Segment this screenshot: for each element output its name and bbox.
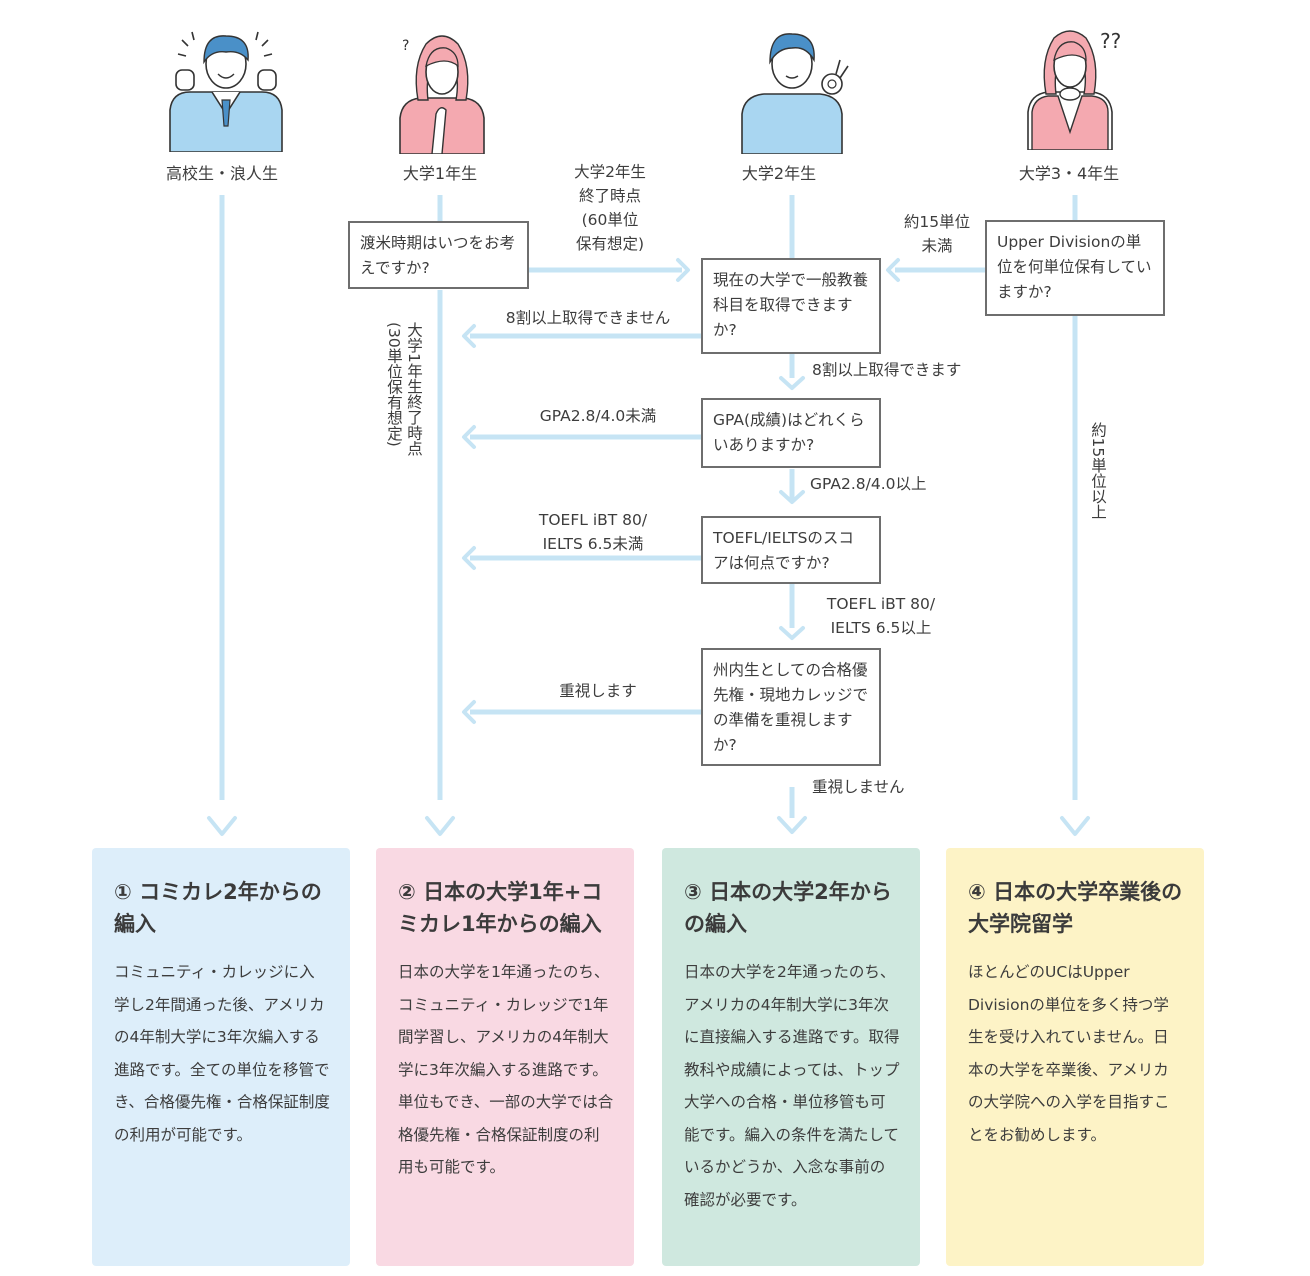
edge-priority-yes: 重視します	[559, 682, 637, 700]
edge-year1-end: 大学1年生終了時点	[405, 322, 423, 456]
result-card-1: ① コミカレ2年からの編入 コミュニティ・カレッジに入学し2年間通った後、アメリ…	[92, 848, 350, 1266]
edge-year2-end: 大学2年生 終了時点 (60単位 保有想定)	[560, 160, 660, 256]
card-body: 日本の大学を1年通ったのち、コミュニティ・カレッジで1年間学習し、アメリカの4年…	[398, 963, 614, 1176]
edge-year2-end-line4: 保有想定)	[575, 235, 645, 253]
result-card-4: ④ 日本の大学卒業後の大学院留学 ほとんどのUCはUpper Divisionの…	[946, 848, 1204, 1266]
svg-text:?: ?	[402, 38, 409, 54]
edge-gpa-high: GPA2.8/4.0以上	[810, 475, 927, 493]
edge-toefl-low: TOEFL iBT 80/ IELTS 6.5未満	[510, 508, 676, 556]
card-title: ② 日本の大学1年+コミカレ1年からの編入	[398, 880, 603, 936]
card-body: 日本の大学を2年通ったのち、アメリカの4年制大学に3年次に直接編入する進路です。…	[684, 963, 900, 1209]
question-toefl: TOEFL/IELTSのスコアは何点ですか?	[701, 516, 881, 584]
edge-upper-many: 約15単位以上	[1089, 422, 1107, 520]
cheering-student-icon	[169, 31, 283, 152]
card-title: ① コミカレ2年からの編入	[114, 880, 322, 936]
label-highschool: 高校生・浪人生	[165, 164, 278, 183]
edge-upper-few-line2: 未満	[921, 237, 953, 255]
edge-year1-end-note: (30単位保有想定)	[385, 322, 403, 447]
edge-upper-few-line1: 約15単位	[903, 213, 971, 231]
question-gpa: GPA(成績)はどれくらいありますか?	[701, 398, 881, 468]
edge-toefl-high-line2: IELTS 6.5以上	[830, 619, 932, 637]
edge-toefl-low-line1: TOEFL iBT 80/	[538, 511, 648, 529]
edge-gpa-low: GPA2.8/4.0未満	[539, 407, 657, 425]
question-upper-division: Upper Divisionの単位を何単位保有していますか?	[985, 220, 1165, 316]
ok-sign-student-icon	[741, 33, 849, 154]
question-priority: 州内生としての合格優先権・現地カレッジでの準備を重視しますか?	[701, 648, 881, 766]
card-title: ③ 日本の大学2年からの編入	[684, 880, 892, 936]
svg-text:??: ??	[1100, 29, 1121, 53]
card-body: ほとんどのUCはUpper Divisionの単位を多く持つ学生を受け入れていま…	[968, 963, 1170, 1144]
label-year2: 大学2年生	[741, 164, 817, 183]
edge-credits-yes: 8割以上取得できます	[812, 361, 962, 379]
confused-student-icon: ??	[1027, 29, 1121, 150]
edge-credits-no: 8割以上取得できません	[505, 309, 671, 327]
edge-year2-end-line3: (60単位	[581, 211, 639, 229]
edge-priority-no: 重視しません	[812, 778, 905, 796]
edge-year2-end-line2: 終了時点	[578, 187, 641, 205]
card-body: コミュニティ・カレッジに入学し2年間通った後、アメリカの4年制大学に3年次編入す…	[114, 963, 330, 1144]
edge-year2-end-line1: 大学2年生	[574, 163, 646, 181]
edge-upper-few: 約15単位 未満	[892, 210, 982, 258]
thinking-student-icon: ?	[399, 35, 485, 154]
label-year1: 大学1年生	[402, 164, 478, 183]
edge-toefl-high-line1: TOEFL iBT 80/	[826, 595, 936, 613]
edge-toefl-high: TOEFL iBT 80/ IELTS 6.5以上	[804, 592, 958, 640]
question-general-credits: 現在の大学で一般教養科目を取得できますか?	[701, 258, 881, 354]
result-card-3: ③ 日本の大学2年からの編入 日本の大学を2年通ったのち、アメリカの4年制大学に…	[662, 848, 920, 1266]
question-timing: 渡米時期はいつをお考えですか?	[348, 221, 529, 289]
edge-toefl-low-line2: IELTS 6.5未満	[542, 535, 644, 553]
label-year34: 大学3・4年生	[1018, 164, 1120, 183]
result-card-2: ② 日本の大学1年+コミカレ1年からの編入 日本の大学を1年通ったのち、コミュニ…	[376, 848, 634, 1266]
card-title: ④ 日本の大学卒業後の大学院留学	[968, 880, 1183, 936]
